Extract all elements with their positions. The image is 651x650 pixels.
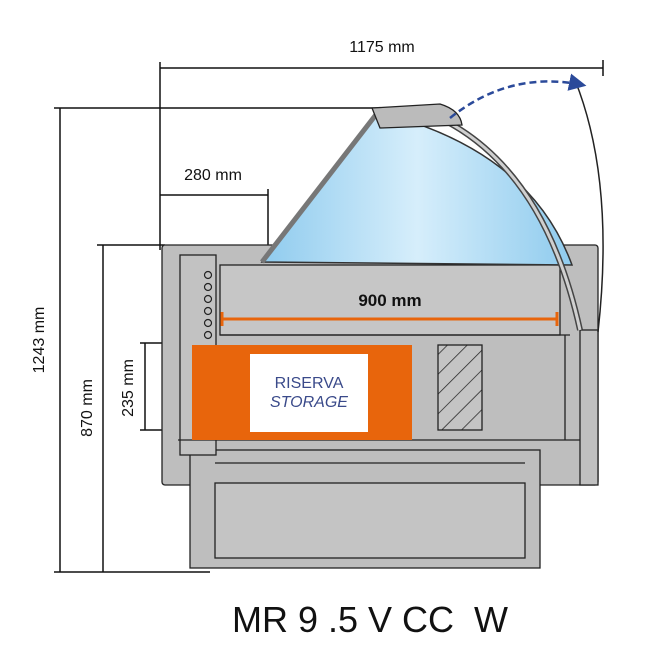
width-total-label: 1175 mm (349, 39, 415, 56)
counter-height-label: 870 mm (79, 379, 96, 437)
storage-label-box (250, 354, 368, 432)
opening-arrow (449, 73, 587, 119)
model-name: MR 9 .5 V CC W (232, 599, 508, 640)
display-depth-label: 900 mm (358, 291, 421, 310)
glass-canopy (260, 103, 583, 331)
storage-height-label: 235 mm (120, 359, 137, 417)
display-depth-dimension (220, 312, 559, 326)
dimension-lines (54, 60, 604, 573)
open-glass-position (574, 79, 604, 333)
storage-label-line2: STORAGE (270, 394, 348, 411)
front-offset-label: 280 mm (184, 167, 242, 184)
height-total-label: 1243 mm (31, 307, 48, 374)
storage-label-line1: RISERVA (275, 375, 344, 392)
air-vent-holes (203, 270, 213, 340)
